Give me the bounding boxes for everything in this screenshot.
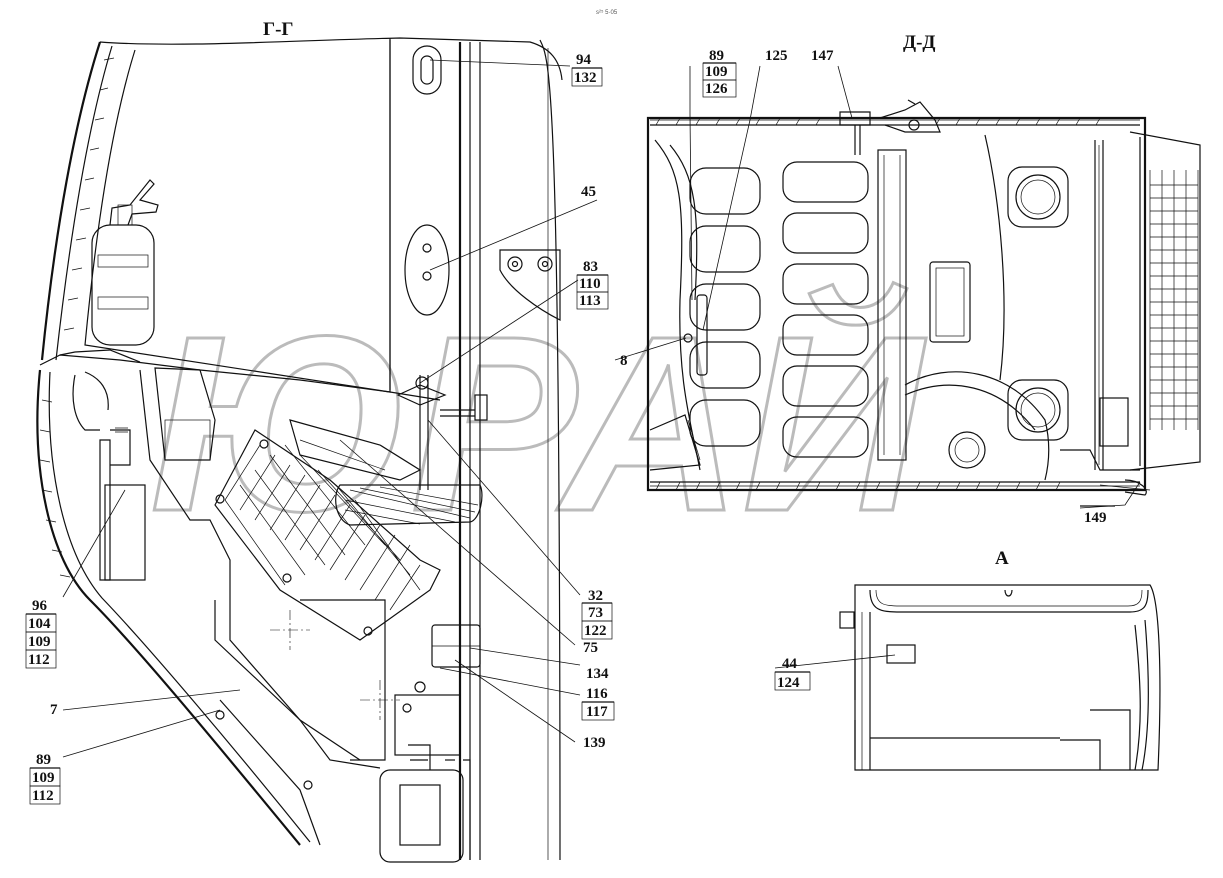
svg-text:132: 132 <box>574 70 597 86</box>
callout-44-124: 44 124 <box>774 656 811 691</box>
svg-text:117: 117 <box>586 704 608 720</box>
svg-text:45: 45 <box>581 184 596 200</box>
svg-text:116: 116 <box>586 686 608 702</box>
mesh-pattern <box>224 444 421 611</box>
callout-45: 45 <box>581 184 596 200</box>
svg-text:7: 7 <box>50 702 58 718</box>
svg-text:147: 147 <box>811 48 834 64</box>
view-a-title: А <box>995 548 1009 569</box>
svg-text:104: 104 <box>28 616 51 632</box>
callout-116-117: 116 117 <box>581 686 615 721</box>
grommet-oval <box>412 45 442 95</box>
svg-text:124: 124 <box>777 675 800 691</box>
svg-text:75: 75 <box>583 640 598 656</box>
view-a <box>839 584 1161 771</box>
roof-pads <box>689 161 869 458</box>
svg-text:112: 112 <box>32 788 54 804</box>
speaker-lower <box>1007 379 1069 441</box>
callout-139: 139 <box>583 735 606 751</box>
svg-text:110: 110 <box>579 276 601 292</box>
svg-text:44: 44 <box>782 656 798 672</box>
svg-text:134: 134 <box>586 666 609 682</box>
svg-text:109: 109 <box>32 770 55 786</box>
roof-hatch <box>929 261 971 343</box>
svg-text:32: 32 <box>588 588 603 604</box>
section-gg-view <box>36 37 563 863</box>
svg-text:139: 139 <box>583 735 606 751</box>
rear-grille <box>1149 170 1199 430</box>
callout-147: 147 <box>811 48 834 64</box>
svg-text:149: 149 <box>1084 510 1107 526</box>
section-dd-view <box>646 99 1201 496</box>
svg-text:89: 89 <box>709 48 724 64</box>
svg-text:83: 83 <box>583 259 598 275</box>
mesh-pocket <box>214 429 441 641</box>
svg-text:96: 96 <box>32 598 48 614</box>
callout-7: 7 <box>50 702 58 718</box>
svg-text:125: 125 <box>765 48 788 64</box>
section-dd-title: Д-Д <box>903 32 935 53</box>
callout-125: 125 <box>765 48 788 64</box>
fire-extinguisher <box>91 224 155 346</box>
callout-96-104-109-112: 96 104 109 112 <box>25 598 57 669</box>
section-gg-title: Г-Г <box>263 19 294 40</box>
svg-text:73: 73 <box>588 605 603 621</box>
dome-lamp <box>948 431 986 469</box>
svg-text:122: 122 <box>584 623 607 639</box>
callout-32-73-122: 32 73 122 <box>581 588 613 640</box>
leader-lines <box>62 59 1151 758</box>
callout-134: 134 <box>586 666 609 682</box>
callout-89-109-126: 89 109 126 <box>702 48 737 98</box>
watermark: ЮРАЙ <box>150 282 927 563</box>
speaker-upper <box>1007 166 1069 228</box>
oval-panel <box>404 224 450 316</box>
callout-89-109-112: 89 109 112 <box>29 752 61 805</box>
callout-75: 75 <box>583 640 598 656</box>
callout-83-110-113: 83 110 113 <box>576 259 609 310</box>
svg-text:109: 109 <box>705 64 728 80</box>
roof-handle <box>696 294 708 376</box>
svg-text:126: 126 <box>705 81 728 97</box>
svg-text:94: 94 <box>576 52 592 68</box>
svg-text:112: 112 <box>28 652 50 668</box>
callout-94: 94 132 <box>571 52 603 87</box>
callout-149: 149 <box>1080 505 1115 526</box>
svg-text:113: 113 <box>579 293 601 309</box>
svg-text:89: 89 <box>36 752 51 768</box>
washer-reservoir <box>379 769 464 863</box>
svg-text:8: 8 <box>620 353 628 369</box>
corner-mark: s²⁵ 5·05 <box>596 9 618 16</box>
callout-8: 8 <box>620 353 628 369</box>
svg-text:109: 109 <box>28 634 51 650</box>
